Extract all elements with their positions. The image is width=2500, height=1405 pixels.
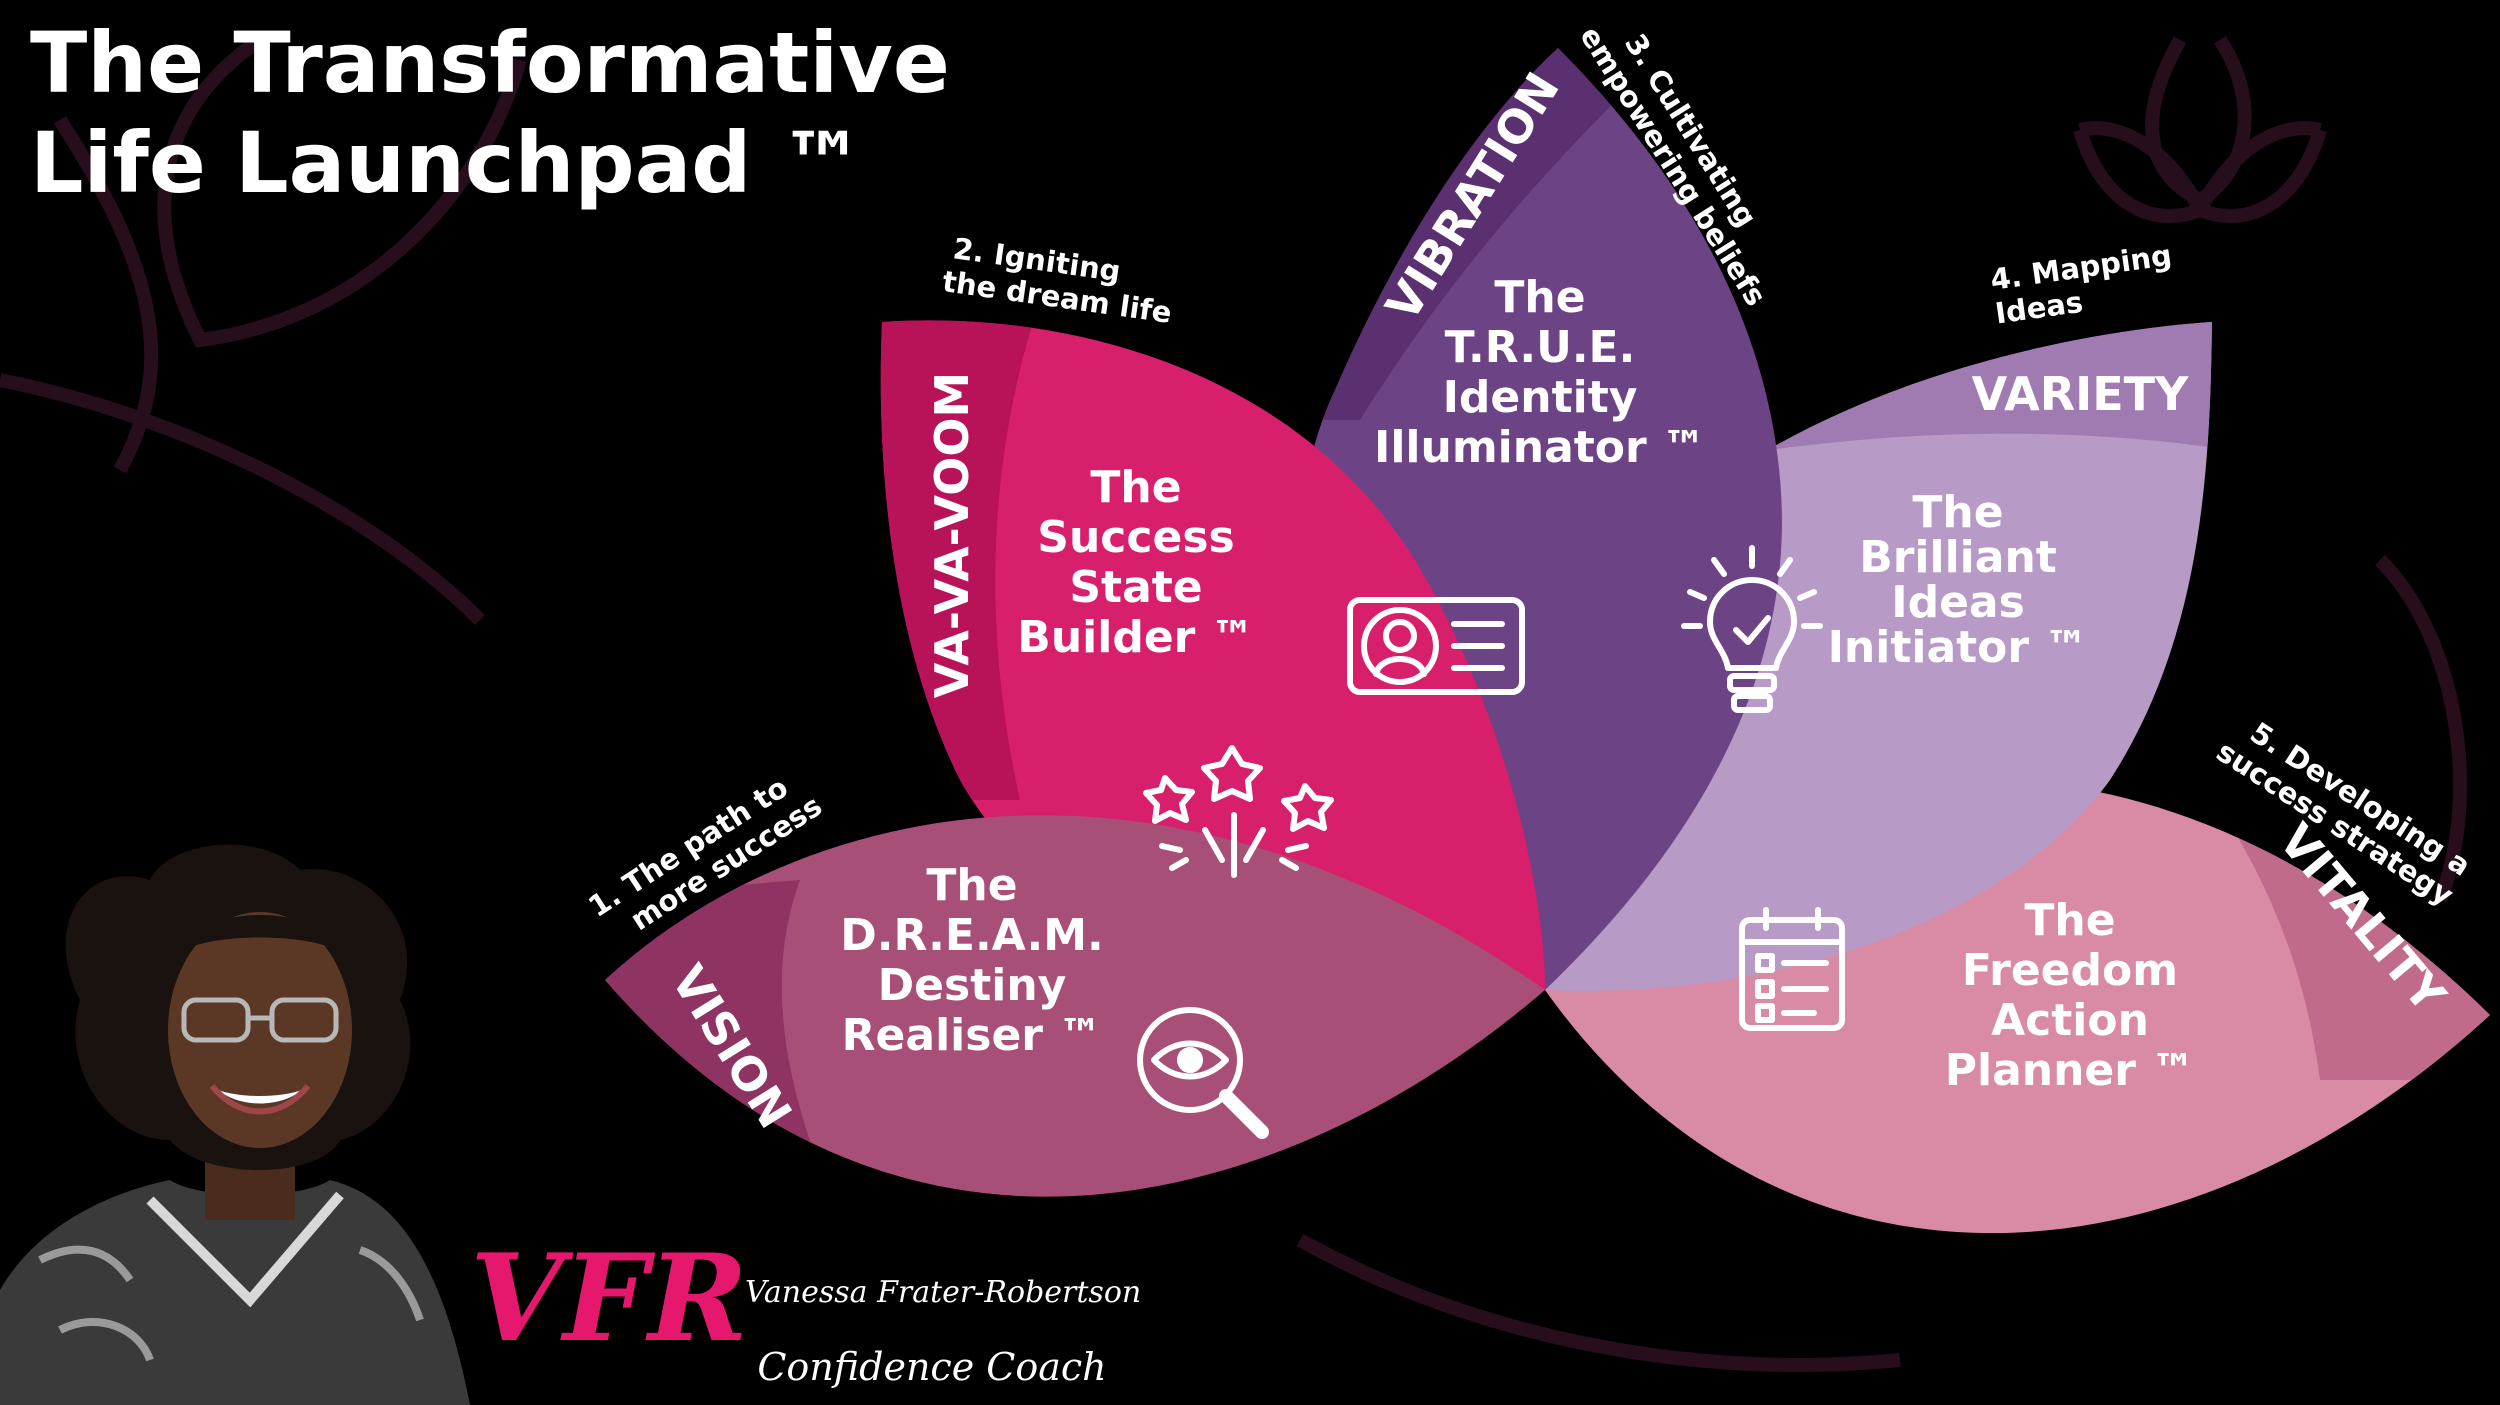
lightbulb-icon bbox=[1681, 545, 1823, 713]
petal-name-vibration-line-1: The bbox=[1494, 272, 1585, 323]
petal-name-vitality: The Freedom Action Planner ™ bbox=[1945, 895, 2196, 1096]
petal-name-vitality-line-2: Freedom bbox=[1962, 945, 2178, 996]
petal-name-variety-line-1: The bbox=[1912, 487, 2003, 538]
petal-name-vavavoom-line-3: State bbox=[1069, 562, 1202, 613]
background-lotus-decoration bbox=[0, 34, 2467, 1372]
petal-name-vibration: The T.R.U.E. Identity Illuminator ™ bbox=[1374, 272, 1706, 473]
band-label-vavavoom: VA-VA-VOOM bbox=[925, 372, 979, 698]
brand-role: Confidence Coach bbox=[757, 1345, 1106, 1389]
petal-name-vavavoom-line-2: Success bbox=[1037, 512, 1234, 563]
petal-name-vision-line-4: Realiser ™ bbox=[842, 1010, 1103, 1061]
petal-name-variety: The Brilliant Ideas Initiator ™ bbox=[1828, 487, 2089, 673]
petal-name-vavavoom-line-1: The bbox=[1090, 462, 1181, 513]
petal-name-vibration-line-3: Identity bbox=[1443, 372, 1638, 423]
title-line-2: Life Launchpad ™ bbox=[30, 114, 865, 212]
petal-name-vision-line-1: The bbox=[926, 860, 1017, 911]
petal-name-variety-line-3: Ideas bbox=[1891, 577, 2025, 628]
petal-name-vibration-line-2: T.R.U.E. bbox=[1445, 322, 1636, 373]
id-card-icon bbox=[1347, 597, 1525, 695]
fireworks-icon bbox=[1143, 745, 1334, 878]
coach-portrait bbox=[0, 844, 470, 1405]
petal-name-vitality-line-4: Planner ™ bbox=[1945, 1045, 2196, 1096]
brand-monogram: VFR bbox=[470, 1228, 748, 1369]
petal-name-vavavoom: The Success State Builder ™ bbox=[1017, 462, 1254, 663]
petal-name-vision-line-2: D.R.E.A.M. bbox=[840, 910, 1104, 961]
petal-name-vitality-line-1: The bbox=[2024, 895, 2115, 946]
petal-name-vision: The D.R.E.A.M. Destiny Realiser ™ bbox=[840, 860, 1104, 1061]
band-label-variety: VARIETY bbox=[1972, 367, 2189, 421]
petal-name-vavavoom-line-4: Builder ™ bbox=[1017, 612, 1254, 663]
petal-name-vibration-line-4: Illuminator ™ bbox=[1374, 422, 1706, 473]
title-line-1: The Transformative bbox=[30, 14, 950, 112]
petal-name-variety-line-2: Brilliant bbox=[1859, 532, 2057, 583]
brand-name: Vanessa Frater-Robertson bbox=[745, 1275, 1141, 1310]
petal-name-vitality-line-3: Action bbox=[1991, 995, 2149, 1046]
petal-name-variety-line-4: Initiator ™ bbox=[1828, 622, 2089, 673]
petal-name-vision-line-3: Destiny bbox=[878, 960, 1067, 1011]
calendar-checklist-icon bbox=[1739, 907, 1845, 1031]
magnifier-eye-icon bbox=[1137, 1007, 1269, 1139]
